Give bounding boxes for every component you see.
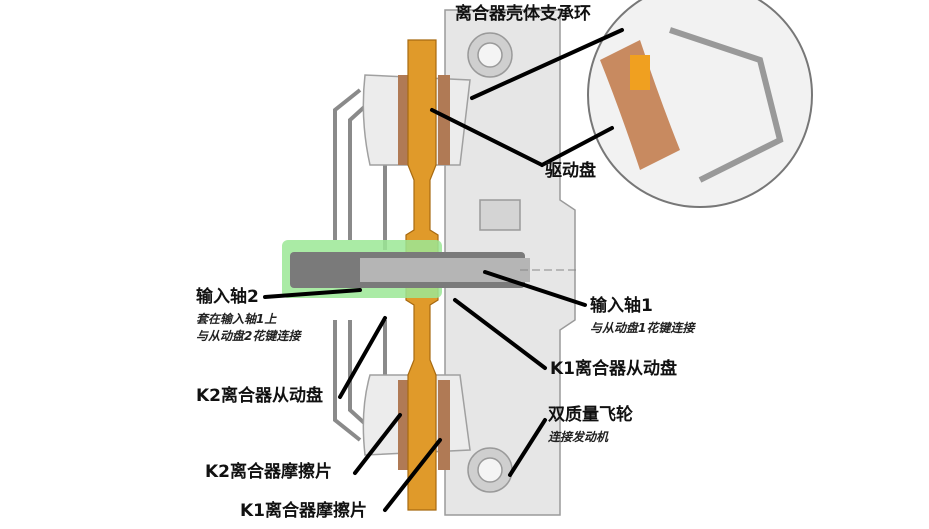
k2-friction-plate-bottom	[398, 380, 410, 470]
label-k2-driven-plate: K2离合器从动盘	[196, 386, 324, 406]
label-input-shaft-1: 输入轴1	[590, 296, 653, 316]
label-housing-support-ring: 离合器壳体支承环	[455, 4, 591, 24]
label-input-shaft-2: 输入轴2	[196, 287, 259, 307]
label-dual-mass-flywheel-sub: 连接发动机	[548, 430, 609, 444]
label-k1-driven-plate: K1离合器从动盘	[550, 359, 678, 379]
label-drive-plate: 驱动盘	[545, 161, 596, 181]
label-input-shaft-2-sub2: 与从动盘2花键连接	[196, 329, 301, 343]
leader-lines	[263, 28, 624, 512]
detail-inset	[587, 0, 813, 208]
k1-friction-plate-bottom	[438, 380, 450, 470]
k1-friction-plate-top	[438, 75, 450, 165]
label-k2-friction-plate: K2离合器摩擦片	[205, 462, 333, 482]
k2-friction-plate-top	[398, 75, 410, 165]
label-input-shaft-1-sub: 与从动盘1花键连接	[590, 321, 695, 335]
label-dual-mass-flywheel: 双质量飞轮	[548, 405, 633, 425]
label-k1-friction-plate: K1离合器摩擦片	[240, 501, 368, 521]
label-input-shaft-2-sub1: 套在输入轴1上	[196, 312, 277, 326]
